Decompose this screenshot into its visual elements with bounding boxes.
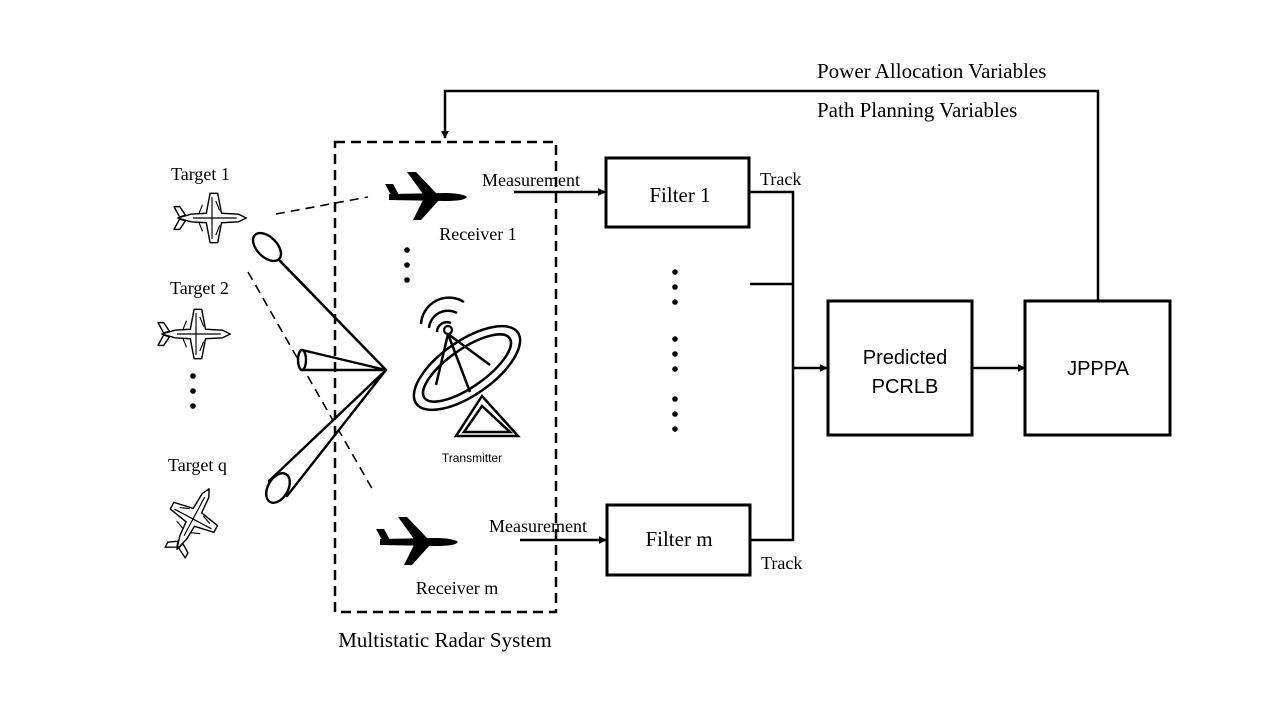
beam-middle-mouth [296,348,308,372]
feedback-label-path: Path Planning Variables [817,98,1017,122]
transmit-beams [251,231,388,504]
fighter-jet-icon [173,192,247,244]
track-bus [749,190,828,542]
fighter-jet-icon [157,308,231,360]
radar-dish-icon [412,296,522,438]
track-1-label: Track [760,169,801,189]
airplane-icon [376,517,458,565]
sight-line-receiver-1 [275,196,369,215]
transmitter-label: Transmitter [442,451,502,465]
radar-system-label: Multistatic Radar System [338,628,551,652]
airplane-icon [385,172,467,220]
feedback-label-power: Power Allocation Variables [817,59,1046,83]
measurement-1-label: Measurement [482,170,580,190]
fighter-jet-icon [152,476,232,565]
beam-lower-mouth [265,472,291,504]
receiver-1-label: Receiver 1 [439,224,516,244]
receivers-ellipsis [404,247,410,283]
targets-group: Target 1 Target 2 Target q [152,164,247,565]
beam-upper-mouth [251,231,283,263]
track-m-label: Track [761,553,802,573]
target-1-label: Target 1 [171,164,230,184]
filters-ellipsis [672,269,678,432]
filter-1-box [604,156,751,229]
jpppa-label: JPPPA [1067,358,1130,380]
feedback-line [441,89,1100,300]
target-q-label: Target q [168,455,227,475]
jpppa-box [1023,299,1172,437]
filter-1-label: Filter 1 [649,183,710,207]
sight-line-receiver-m [247,271,375,493]
target-2-label: Target 2 [170,278,229,298]
receiver-m-label: Receiver m [416,578,498,598]
pcrlb-label-line2: PCRLB [872,376,939,398]
pcrlb-label-line1: Predicted [863,347,948,369]
radar-system-frame [333,140,558,614]
measurement-m-label: Measurement [489,516,587,536]
beam-middle [300,348,388,372]
targets-ellipsis [190,373,196,409]
feedback-loop: Power Allocation Variables Path Planning… [441,59,1100,300]
filter-m-label: Filter m [645,527,712,551]
